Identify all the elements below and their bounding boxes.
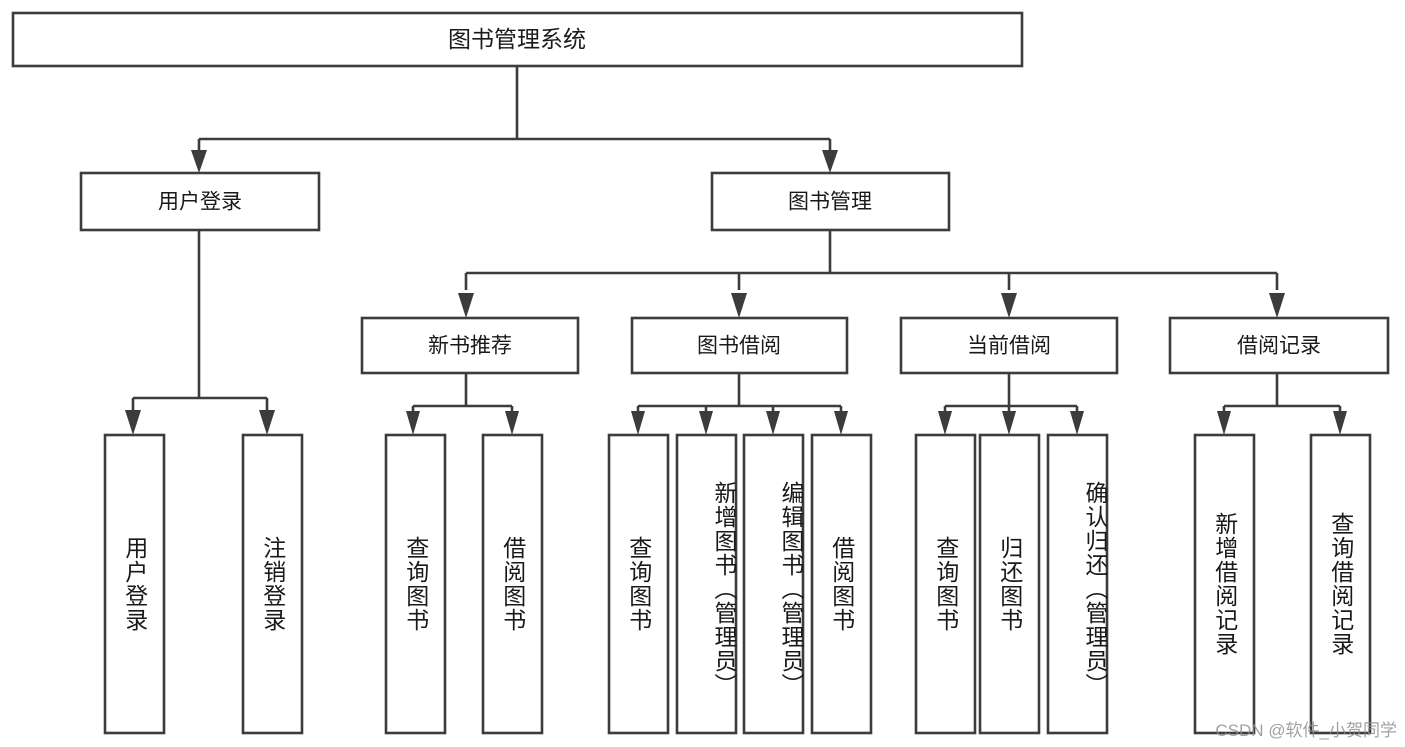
node-book-manage-box[interactable] <box>710 171 951 232</box>
leaf-add-book-box[interactable] <box>675 433 738 735</box>
node-borrow-record[interactable]: 借阅记录 <box>1168 316 1390 375</box>
edge-book-borrow-to-leaves <box>636 373 843 414</box>
leaf-query-record-box[interactable] <box>1309 433 1372 735</box>
connector-group-current-borrow <box>938 373 1084 435</box>
arrowhead-leaf-query-record <box>1333 411 1347 435</box>
arrowhead-current-borrow <box>1001 293 1017 318</box>
node-current-borrow-box[interactable] <box>899 316 1119 375</box>
arrowhead-leaf-edit-book <box>766 411 780 435</box>
arrowhead-book-borrow <box>731 293 747 318</box>
arrowhead-leaf-query-book-3 <box>938 411 952 435</box>
edge-user-login-to-leaves <box>131 230 269 413</box>
node-current-borrow[interactable]: 当前借阅 <box>899 316 1119 375</box>
arrowhead-leaf-borrow-book-1 <box>505 411 519 435</box>
arrowhead-borrow-record <box>1269 293 1285 318</box>
node-book-manage-label: 图书管理 <box>788 191 872 214</box>
edge-borrow-record-to-leaves <box>1222 373 1342 414</box>
leaf-user-login-box[interactable] <box>103 433 166 735</box>
edge-new-book-recommend-to-leaves <box>411 373 514 414</box>
node-book-borrow-label: 图书借阅 <box>697 335 781 358</box>
connector-group-root <box>191 66 838 173</box>
node-root-box[interactable] <box>11 11 1024 68</box>
leaf-borrow-book-2-box[interactable] <box>810 433 873 735</box>
node-root[interactable]: 图书管理系统 <box>11 11 1024 68</box>
arrowhead-leaf-query-book-1 <box>406 411 420 435</box>
leaf-logout-box[interactable] <box>241 433 304 735</box>
connector-group-book-borrow <box>631 373 848 435</box>
node-current-borrow-label: 当前借阅 <box>967 335 1051 358</box>
arrowhead-book-manage <box>822 150 838 173</box>
leaf-confirm-return-box[interactable] <box>1046 433 1109 735</box>
leaf-borrow-book-1-box[interactable] <box>481 433 544 735</box>
arrowhead-leaf-logout <box>259 410 275 435</box>
leaf-add-record-box[interactable] <box>1193 433 1256 735</box>
edge-root-to-level2 <box>197 66 832 163</box>
leaf-boxes <box>103 433 1372 735</box>
node-user-login-box[interactable] <box>79 171 321 232</box>
leaf-return-book-box[interactable] <box>978 433 1041 735</box>
node-user-login[interactable]: 用户登录 <box>79 171 321 232</box>
watermark-text: CSDN @软件_小贺同学 <box>1215 721 1397 740</box>
node-root-label: 图书管理系统 <box>448 26 586 52</box>
arrowhead-leaf-borrow-book-2 <box>834 411 848 435</box>
arrowhead-leaf-user-login <box>125 410 141 435</box>
leaf-query-book-1-box[interactable] <box>384 433 447 735</box>
node-new-book-recommend-label: 新书推荐 <box>428 335 512 358</box>
node-user-login-label: 用户登录 <box>158 191 242 214</box>
arrowhead-leaf-query-book-2 <box>631 411 645 435</box>
node-book-borrow[interactable]: 图书借阅 <box>630 316 849 375</box>
node-borrow-record-box[interactable] <box>1168 316 1390 375</box>
edge-current-borrow-to-leaves <box>943 373 1079 414</box>
node-book-borrow-box[interactable] <box>630 316 849 375</box>
connector-group-book-manage <box>458 230 1285 318</box>
arrowhead-leaf-add-book <box>699 411 713 435</box>
connector-group-user-login <box>125 230 275 435</box>
arrowhead-leaf-confirm-return <box>1070 411 1084 435</box>
leaf-query-book-2-box[interactable] <box>607 433 670 735</box>
arrowhead-leaf-return-book <box>1002 411 1016 435</box>
arrowhead-new-book-recommend <box>458 293 474 318</box>
edge-book-manage-to-level3 <box>464 230 1279 290</box>
node-new-book-recommend-box[interactable] <box>360 316 580 375</box>
connector-group-borrow-record <box>1217 373 1347 435</box>
leaf-edit-book-box[interactable] <box>742 433 805 735</box>
node-borrow-record-label: 借阅记录 <box>1237 335 1321 358</box>
leaf-query-book-3-box[interactable] <box>914 433 977 735</box>
node-new-book-recommend[interactable]: 新书推荐 <box>360 316 580 375</box>
node-book-manage[interactable]: 图书管理 <box>710 171 951 232</box>
arrowhead-user-login <box>191 150 207 173</box>
arrowhead-leaf-add-record <box>1217 411 1231 435</box>
connector-group-new-book-recommend <box>406 373 519 435</box>
